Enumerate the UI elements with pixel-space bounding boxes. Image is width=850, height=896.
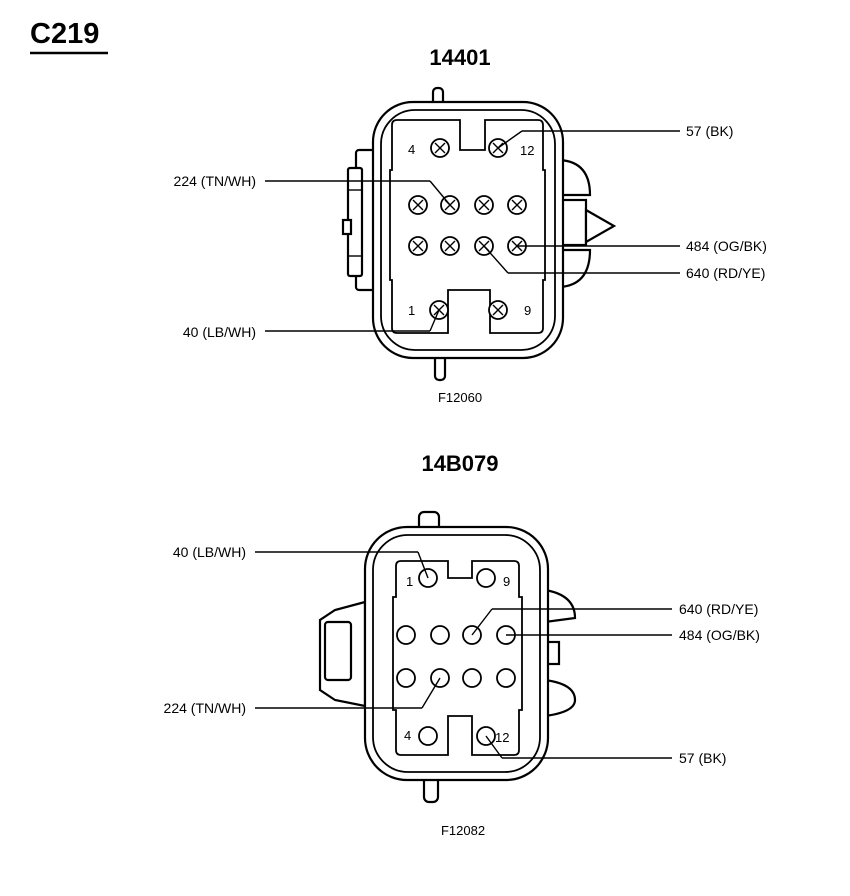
side-ear-lower [558,248,592,289]
pin-5 [396,625,416,645]
leader-line [471,608,493,636]
orientation-arrow-icon [584,208,617,244]
leader-line [429,180,451,206]
pin-6 [440,236,460,256]
pin-7 [474,195,494,215]
pin-number-label: 12 [520,143,534,158]
wire-label: 224 (TN/WH) [164,700,246,716]
wire-label: 484 (OG/BK) [679,627,760,643]
side-ear-upper [543,588,577,624]
leader-line [429,309,440,332]
connector-id: 14401 [429,45,490,70]
pin-8 [496,668,516,688]
connector-housing [371,100,565,360]
pin-4 [418,726,438,746]
pin-11 [507,195,527,215]
pin-11 [396,668,416,688]
pin-number-label: 1 [408,303,415,318]
side-ear-lower [543,678,577,718]
connector-14B079: 14B079 1 9 [164,451,760,838]
cavity-outline [389,119,546,334]
leader-line [497,130,523,149]
pin-9 [488,300,508,320]
wire-label: 224 (TN/WH) [174,173,256,189]
wire-label: 40 (LB/WH) [183,324,256,340]
connector-14401: 14401 [174,45,767,405]
pin-3 [462,668,482,688]
leader-line [485,735,503,759]
connector-housing [363,525,550,782]
pin-number-label: 9 [524,303,531,318]
figure-code: F12082 [441,823,485,838]
wire-label: 484 (OG/BK) [686,238,767,254]
wire-label: 640 (RD/YE) [679,601,758,617]
housing-rim [372,534,541,773]
pin-grid [396,568,516,746]
side-lock-left [318,600,367,708]
leader-line [421,677,441,709]
wire-label: 40 (LB/WH) [173,544,246,560]
pin-number-label: 4 [408,142,415,157]
connector-id: 14B079 [421,451,498,476]
wire-label: 640 (RD/YE) [686,265,765,281]
housing-rim [380,109,556,351]
wire-label: 57 (BK) [679,750,726,766]
pin-8 [408,195,428,215]
pin-4 [430,138,450,158]
pin-number-label: 1 [406,574,413,589]
pin-2 [408,236,428,256]
pin-9 [476,568,496,588]
diagram-title: C219 [30,18,99,50]
pin-number-label: 9 [503,574,510,589]
leader-line [483,245,509,274]
pin-number-label: 4 [404,728,411,743]
pin-10 [430,625,450,645]
cavity-outline [392,560,523,756]
leader-line [417,551,429,579]
side-ear-upper [558,158,592,197]
pin-number-label: 12 [495,730,509,745]
figure-code: F12060 [438,390,482,405]
wire-label: 57 (BK) [686,123,733,139]
